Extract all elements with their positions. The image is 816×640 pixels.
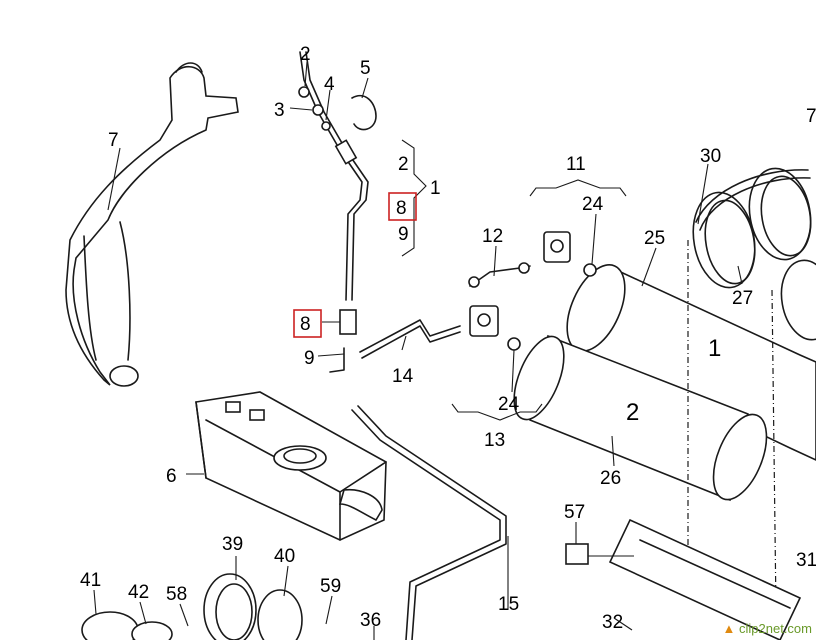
label-36: 36 xyxy=(360,610,381,631)
label-5: 5 xyxy=(360,58,371,79)
filler-neck xyxy=(65,62,239,387)
label-30: 30 xyxy=(700,146,721,167)
mounting-rail xyxy=(565,518,802,640)
label-15: 15 xyxy=(498,594,519,615)
label-9-lower: 9 xyxy=(304,348,315,369)
label-24-lower: 24 xyxy=(498,394,520,415)
label-9-upper: 9 xyxy=(398,224,409,245)
label-42: 42 xyxy=(128,582,149,603)
pipe-12 xyxy=(468,262,531,288)
label-8-lower: 8 xyxy=(300,314,311,335)
label-27: 27 xyxy=(732,288,753,309)
label-40: 40 xyxy=(274,546,295,567)
label-8-upper: 8 xyxy=(396,198,407,219)
label-1-bracket: 1 xyxy=(430,178,441,199)
label-14: 14 xyxy=(392,366,414,387)
highlight-box-8-lower xyxy=(293,309,322,338)
label-59: 59 xyxy=(320,576,341,597)
label-58: 58 xyxy=(166,584,187,605)
leader-lines xyxy=(93,61,743,640)
bracket-13 xyxy=(451,403,543,421)
label-tank-1: 1 xyxy=(708,335,721,362)
label-31: 31 xyxy=(796,550,816,571)
bracket-11 xyxy=(529,179,627,197)
watermark-logo-icon: ▲ xyxy=(722,621,736,636)
gas-tank-2 xyxy=(513,334,768,502)
label-6: 6 xyxy=(166,466,177,487)
watermark: ▲ clip2net.com xyxy=(723,621,812,636)
fittings-top xyxy=(298,86,377,165)
hose-clamps xyxy=(81,573,303,640)
valve-11 xyxy=(543,231,597,277)
label-57: 57 xyxy=(564,502,585,523)
label-25: 25 xyxy=(644,228,665,249)
label-41: 41 xyxy=(80,570,101,591)
control-unit-block xyxy=(195,391,387,541)
watermark-text: clip2net.com xyxy=(739,621,812,636)
label-13: 13 xyxy=(484,430,505,451)
label-tank-2: 2 xyxy=(626,399,639,426)
bracket-upper xyxy=(401,139,427,257)
label-39: 39 xyxy=(222,534,243,555)
label-26: 26 xyxy=(600,468,621,489)
valve-13 xyxy=(469,305,521,351)
tank-strap-rings xyxy=(692,167,816,341)
label-2-bracket: 2 xyxy=(398,154,409,175)
label-32: 32 xyxy=(602,612,623,633)
label-12: 12 xyxy=(482,226,503,247)
label-4: 4 xyxy=(324,74,335,95)
label-7: 7 xyxy=(108,130,119,151)
label-7-right: 7 xyxy=(806,106,816,127)
label-2-top: 2 xyxy=(300,44,311,65)
label-11: 11 xyxy=(566,154,586,175)
highlight-box-8-upper xyxy=(388,192,417,221)
label-3: 3 xyxy=(274,100,285,121)
label-24-upper: 24 xyxy=(582,194,604,215)
part-labels: 2 4 3 5 7 2 1 8 9 8 9 14 6 11 12 24 24 1… xyxy=(80,44,816,633)
